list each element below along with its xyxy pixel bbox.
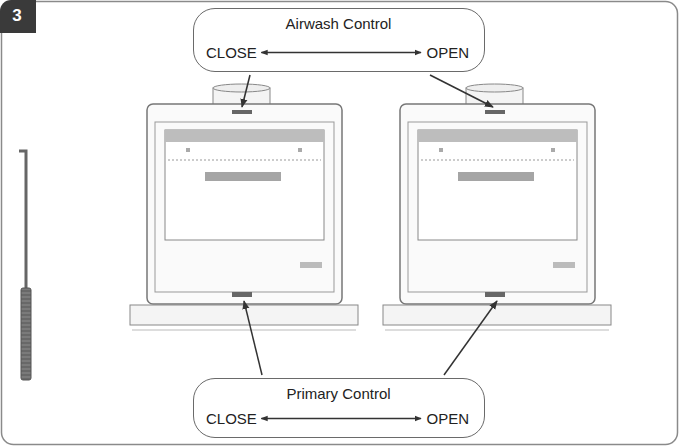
flue-top xyxy=(213,84,270,92)
primary-slider xyxy=(232,292,252,297)
direction-label: CLOSE xyxy=(206,410,257,428)
door-frame xyxy=(155,122,334,292)
poker-rod xyxy=(19,151,26,290)
control-title: Airwash Control xyxy=(286,15,392,33)
stove-drawing xyxy=(383,84,611,330)
plinth-shadow xyxy=(132,330,356,331)
direction-label: OPEN xyxy=(426,410,469,428)
double-arrow xyxy=(261,418,421,420)
leader-arrow xyxy=(444,301,497,375)
control-callout: Airwash ControlCLOSE OPEN xyxy=(193,8,485,72)
badge-plate xyxy=(300,262,322,268)
stove-plinth xyxy=(130,305,358,325)
baffle-mark xyxy=(298,148,302,152)
leader-arrow xyxy=(242,75,250,107)
airwash-slider xyxy=(232,110,252,114)
fire-plate xyxy=(205,172,281,181)
direction-label: OPEN xyxy=(426,44,469,62)
direction-label: CLOSE xyxy=(206,44,257,62)
figure-number: 3 xyxy=(12,6,21,26)
baffle-mark xyxy=(186,148,190,152)
double-arrow xyxy=(261,52,421,54)
control-title: Primary Control xyxy=(286,385,390,403)
leader-arrows xyxy=(242,75,497,375)
glass-strip xyxy=(165,130,324,142)
leader-arrow xyxy=(430,75,493,107)
door-glass xyxy=(165,130,324,240)
leader-arrow xyxy=(244,301,262,375)
stove-drawing xyxy=(130,84,358,330)
control-callout: Primary ControlCLOSE OPEN xyxy=(193,378,485,438)
figure-number-tag: 3 xyxy=(0,0,36,33)
baffle-line xyxy=(168,160,321,161)
poker-tool xyxy=(19,151,31,380)
poker-handle xyxy=(21,288,31,380)
stove-body xyxy=(147,104,342,304)
